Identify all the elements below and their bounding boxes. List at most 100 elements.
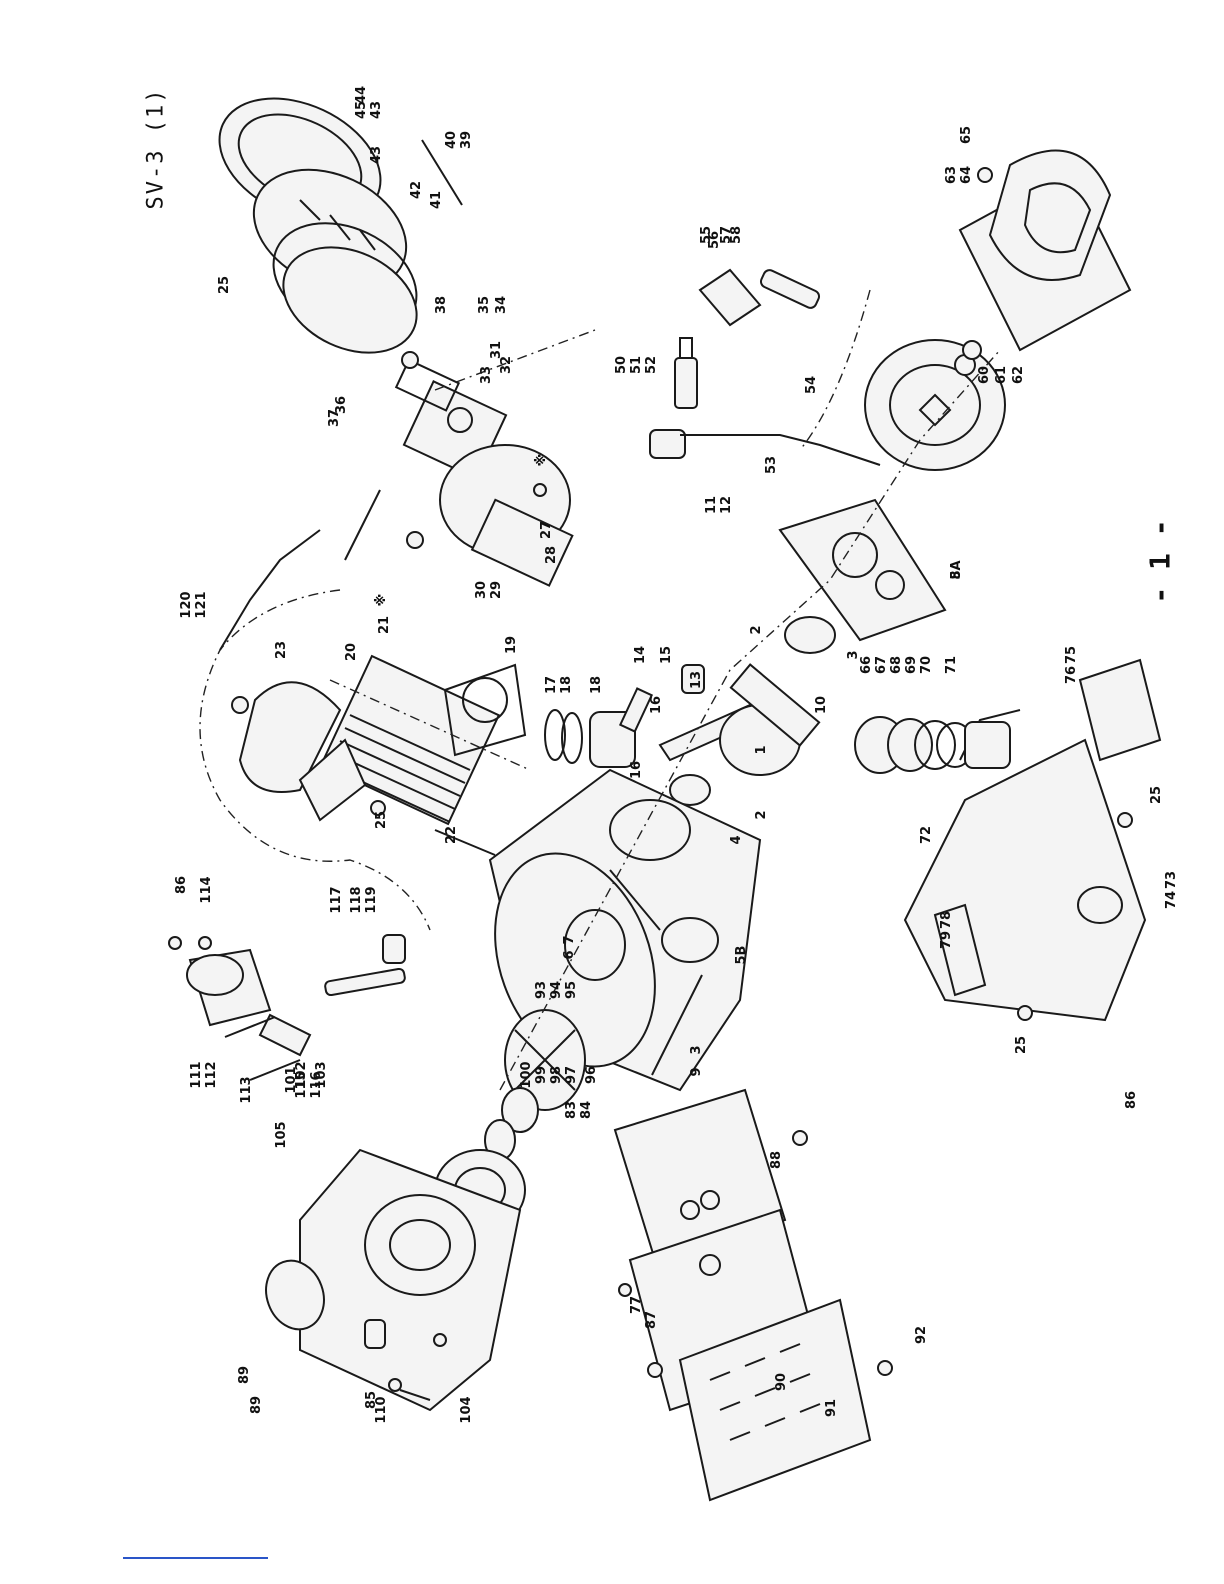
callout-45: 45 [354, 101, 369, 119]
callout-33: 33 [479, 366, 494, 384]
callout-60: 60 [977, 366, 992, 384]
callout-11: 11 [704, 496, 719, 514]
callout-32: 32 [499, 356, 514, 374]
callout-93: 93 [534, 981, 549, 999]
recoil-starter-housing [958, 149, 1132, 352]
callout-7: 7 [562, 935, 577, 944]
callout-56: 56 [707, 231, 722, 249]
callout-68: 68 [889, 656, 904, 674]
callout-114: 114 [199, 876, 214, 903]
callout-103: 103 [314, 1061, 329, 1088]
callout-65: 65 [959, 126, 974, 144]
callout-30: 30 [474, 581, 489, 599]
callout-88: 88 [769, 1151, 784, 1169]
callout-2: 2 [749, 625, 764, 634]
callout-118: 118 [349, 886, 364, 913]
crankshaft-assembly [658, 616, 836, 806]
callout-55: 55 [699, 226, 714, 244]
callout-86: 86 [174, 876, 189, 894]
callout-25: 25 [217, 276, 232, 294]
callout-115: 115 [294, 1071, 309, 1098]
recoil-pulley [864, 339, 1006, 471]
callout-113: 113 [239, 1076, 254, 1103]
callout-43: 43 [369, 146, 384, 164]
callout-61: 61 [994, 366, 1009, 384]
callout-89: 89 [237, 1366, 252, 1384]
carb-centerline [434, 329, 596, 391]
callout-78: 78 [939, 911, 954, 929]
muffler-guard [678, 1298, 872, 1502]
callout-25: 25 [374, 811, 389, 829]
callout-87: 87 [644, 1311, 659, 1329]
callout-97: 97 [564, 1066, 579, 1084]
callout-29: 29 [489, 581, 504, 599]
callout-18: 18 [589, 676, 604, 694]
callout-42: 42 [409, 181, 424, 199]
callout-※: ※ [534, 454, 549, 467]
callout-116: 116 [309, 1071, 324, 1098]
callout-90: 90 [774, 1373, 789, 1391]
fuel-tank-bracket [933, 658, 1162, 997]
callout-4: 4 [729, 835, 744, 844]
callout-27: 27 [539, 521, 554, 539]
callout-20: 20 [344, 643, 359, 661]
fan-housing [439, 444, 574, 587]
cylinder-centerline [329, 679, 531, 771]
air-cleaner-assembly [218, 97, 418, 354]
callout-63: 63 [944, 166, 959, 184]
callout-99: 99 [534, 1066, 549, 1084]
callout-8: 8 [949, 570, 964, 579]
callout-86: 86 [1124, 1091, 1139, 1109]
callout-92: 92 [914, 1326, 929, 1344]
callout-21: 21 [377, 616, 392, 634]
callout-96: 96 [584, 1066, 599, 1084]
callout-94: 94 [549, 981, 564, 999]
callout-74: 74 [1164, 891, 1179, 909]
callout-91: 91 [824, 1399, 839, 1417]
callout-15: 15 [659, 646, 674, 664]
callout-75: 75 [1064, 646, 1079, 664]
callout-84: 84 [579, 1101, 594, 1119]
throttle-cable [219, 529, 321, 651]
callout-112: 112 [204, 1061, 219, 1088]
callout-95: 95 [564, 981, 579, 999]
callout-104: 104 [459, 1396, 474, 1423]
callout-41: 41 [429, 191, 444, 209]
callout-58: 58 [729, 226, 744, 244]
callout-100: 100 [519, 1061, 534, 1088]
cylinder [238, 654, 501, 826]
callout-40: 40 [444, 131, 459, 149]
crankcase-cover [778, 498, 947, 642]
callout-71: 71 [944, 656, 959, 674]
callout-17: 17 [544, 676, 559, 694]
clutch-assembly [484, 1009, 586, 1161]
callout-37: 37 [327, 409, 342, 427]
high-tension-lead [680, 434, 881, 466]
callout-73: 73 [1164, 871, 1179, 889]
callout-50: 50 [614, 356, 629, 374]
callout-54: 54 [804, 376, 819, 394]
callout-3: 3 [689, 1045, 704, 1054]
callout-102: 102 [294, 1061, 309, 1088]
callout-35: 35 [477, 296, 492, 314]
callout-2: 2 [754, 810, 769, 819]
callout-6: 6 [562, 950, 577, 959]
ignition-cable [344, 489, 381, 561]
callout-※: ※ [374, 594, 389, 607]
throttle-cable-path [199, 589, 431, 931]
stop-switch [698, 268, 821, 327]
callout-23: 23 [274, 641, 289, 659]
callout-25: 25 [1149, 786, 1164, 804]
throttle-lever [186, 934, 406, 1057]
callout-22: 22 [444, 826, 459, 844]
footer-rule [123, 1557, 268, 1559]
callout-16: 16 [629, 761, 644, 779]
ground-wire-path [799, 289, 871, 451]
callout-18: 18 [559, 676, 574, 694]
fasteners [168, 139, 1133, 1401]
callout-5A: 5A [949, 560, 964, 579]
piston-assembly [544, 687, 654, 768]
callout-53: 53 [764, 456, 779, 474]
